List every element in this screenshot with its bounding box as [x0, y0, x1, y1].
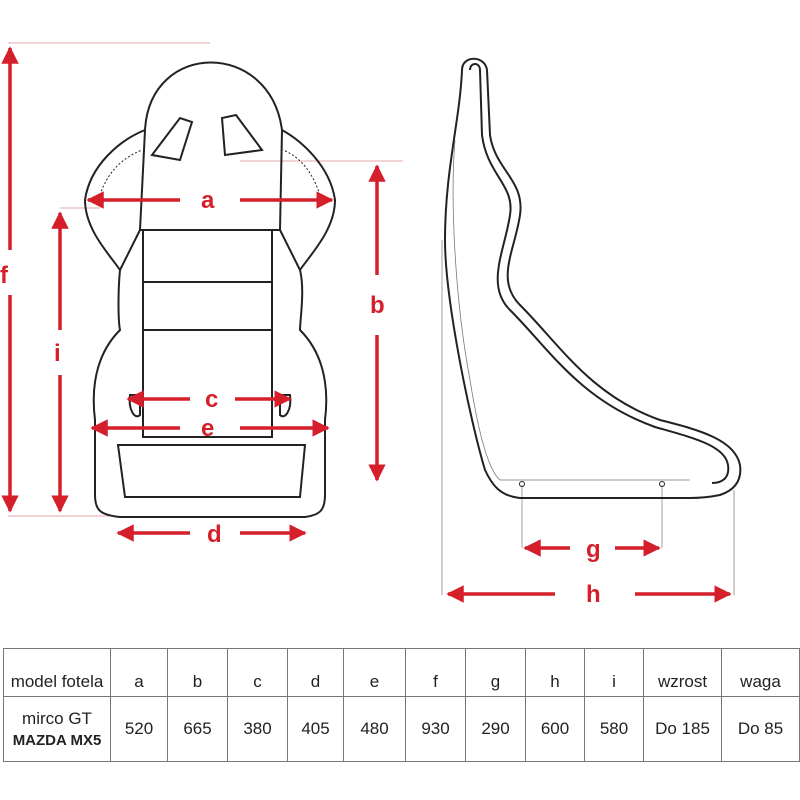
model-cell: mirco GT MAZDA MX5 — [3, 696, 111, 762]
header-cell: h — [525, 648, 585, 697]
value-cell: 380 — [227, 696, 288, 762]
model-name: mirco GT — [22, 709, 92, 728]
label-d: d — [207, 521, 222, 548]
model-car: MAZDA MX5 — [12, 732, 102, 749]
value-cell: 520 — [110, 696, 168, 762]
header-cell: b — [167, 648, 228, 697]
label-a: a — [201, 187, 215, 214]
label-i: i — [54, 340, 61, 367]
value-cell: 405 — [287, 696, 344, 762]
header-cell: e — [343, 648, 406, 697]
dimension-labels: f i a b c e d g h — [0, 187, 601, 608]
table-row: mirco GT MAZDA MX5 520 665 380 405 480 9… — [3, 696, 800, 762]
value-cell: 665 — [167, 696, 228, 762]
value-cell: 580 — [584, 696, 644, 762]
header-cell: model fotela — [3, 648, 111, 697]
header-cell: f — [405, 648, 466, 697]
label-g: g — [586, 536, 601, 563]
dimension-arrows — [1, 46, 732, 603]
guide-lines — [8, 42, 735, 595]
value-cell: 290 — [465, 696, 526, 762]
header-cell: i — [584, 648, 644, 697]
seat-dimension-diagram: f i a b c e d g h — [0, 42, 742, 608]
value-cell: 480 — [343, 696, 406, 762]
value-cell: Do 185 — [643, 696, 722, 762]
dimensions-table: model fotela a b c d e f g h i wzrost wa… — [3, 648, 800, 762]
label-e: e — [201, 415, 214, 442]
label-h: h — [586, 581, 601, 608]
value-cell: Do 85 — [721, 696, 800, 762]
header-cell: a — [110, 648, 168, 697]
seat-side-view — [443, 57, 742, 499]
header-cell: c — [227, 648, 288, 697]
header-cell: d — [287, 648, 344, 697]
label-f: f — [0, 262, 9, 289]
header-cell: g — [465, 648, 526, 697]
value-cell: 600 — [525, 696, 585, 762]
label-b: b — [370, 292, 385, 319]
value-cell: 930 — [405, 696, 466, 762]
seat-front-view — [83, 61, 337, 518]
label-c: c — [205, 386, 218, 413]
header-cell: wzrost — [643, 648, 722, 697]
header-cell: waga — [721, 648, 800, 697]
table-header-row: model fotela a b c d e f g h i wzrost wa… — [3, 648, 800, 697]
